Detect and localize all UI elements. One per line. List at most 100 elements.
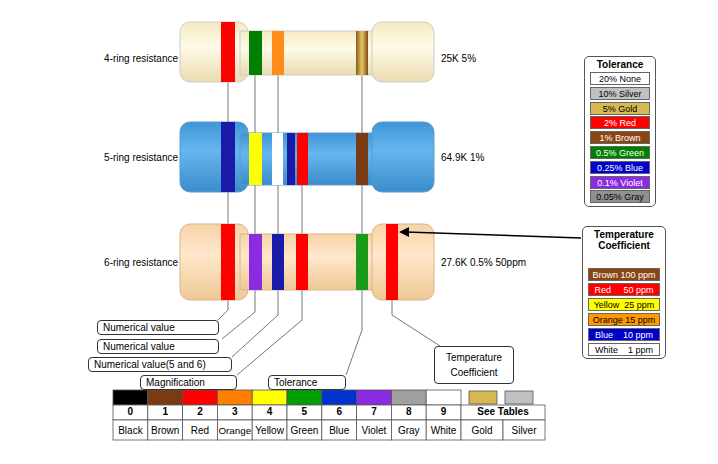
label-text: 1 [162,406,168,417]
label-text: 25K 5% [441,53,476,64]
legend-text: 5% Gold [603,104,638,114]
label-text: 2 [197,406,203,417]
callout-text: Numerical value [103,322,213,333]
legend-text: Yellow 25 ppm [594,300,655,310]
label-text: 4-ring resistance [104,53,178,64]
legend-swatch: 0.5% Green [590,146,650,159]
label-text: Yellow [255,425,284,436]
color-code-cell: Black [113,425,148,436]
color-code-cell: Gold [461,425,503,436]
legend-swatch: 1% Brown [590,131,650,144]
color-code-cell: 7 [357,406,392,417]
legend-text: Orange 15 ppm [593,315,656,325]
legend-text: 0.05% Gray [596,192,644,202]
legend-text: 0.25% Blue [597,163,643,173]
label-text: Red [191,425,209,436]
legend-swatch: Red 50 ppm [588,283,660,296]
color-code-cell: Red [183,425,218,436]
color-code-cell: Green [287,425,322,436]
label-text: See Tables [477,406,529,417]
resistor-label: 5-ring resistance [40,152,178,163]
label-text: Violet [362,425,387,436]
label-text: White [431,425,457,436]
label-text: Black [118,425,142,436]
resistor-label: 27.6K 0.5% 50ppm [441,257,571,268]
legend-text: 2% Red [604,118,636,128]
color-code-cell: Yellow [252,425,287,436]
label-text: 0 [128,406,134,417]
resistor-label: 64.9K 1% [441,152,561,163]
label-text: 5-ring resistance [104,152,178,163]
label-text: Gray [398,425,420,436]
color-code-cell: 4 [252,406,287,417]
color-code-cell: Silver [503,425,545,436]
legend-swatch: Orange 15 ppm [588,313,660,326]
label-text: 6 [336,406,342,417]
label-text: 4 [267,406,273,417]
callout-box: Temperature Coefficient [434,346,514,384]
label-text: Silver [511,425,536,436]
legend-swatch: 20% None [590,72,650,85]
legend-swatch: 0.05% Gray [590,190,650,203]
callout-box: Tolerance [268,375,346,390]
color-code-cell: Blue [322,425,357,436]
label-text: Brown [151,425,179,436]
callout-box: Numerical value [97,339,219,354]
label-text: 9 [441,406,447,417]
callout-box: Numerical value [97,320,219,335]
callout-box: Numerical value(5 and 6) [88,357,232,372]
table-title: Tolerance [585,59,655,70]
color-code-cell: Orange [217,425,252,436]
color-code-cell: 8 [391,406,426,417]
label-text: Green [291,425,319,436]
label-text: 3 [232,406,238,417]
color-code-cell: 5 [287,406,322,417]
callout-text: Numerical value [103,341,213,352]
legend-text: 0.1% Violet [597,178,642,188]
legend-text: 10% Silver [598,89,641,99]
resistor-label: 25K 5% [441,53,561,64]
legend-swatch: Brown 100 ppm [588,268,660,281]
label-text: 8 [406,406,412,417]
legend-swatch: 2% Red [590,116,650,129]
legend-swatch: Blue 10 ppm [588,328,660,341]
legend-text: Red 50 ppm [594,285,653,295]
label-text: 5 [302,406,308,417]
callout-text: Magnification [146,377,231,388]
callout-text: Numerical value(5 and 6) [94,359,226,370]
legend-swatch: 0.1% Violet [590,176,650,189]
legend-text: Blue 10 ppm [595,330,653,340]
color-code-cell: 6 [322,406,357,417]
color-code-cell: 2 [183,406,218,417]
label-text: Orange [218,425,251,436]
color-code-cell: 1 [148,406,183,417]
callout-text: Tolerance [274,377,340,388]
color-code-cell: See Tables [461,406,545,417]
resistor-label: 4-ring resistance [40,53,178,64]
legend-swatch: 0.25% Blue [590,161,650,174]
callout-box: Magnification [140,375,237,390]
color-code-cell: Gray [391,425,426,436]
color-code-cell: White [426,425,461,436]
label-text: 7 [371,406,377,417]
legend-swatch: Yellow 25 ppm [588,298,660,311]
legend-swatch: 10% Silver [590,87,650,100]
table-title: Temperature Coefficient [583,229,665,251]
legend-swatch: 5% Gold [590,102,650,115]
resistor-label: 6-ring resistance [40,257,178,268]
legend-text: 20% None [599,74,641,84]
color-code-cell: 0 [113,406,148,417]
color-code-cell: 9 [426,406,461,417]
label-text: Gold [471,425,492,436]
legend-text: 1% Brown [599,133,640,143]
color-code-cell: Violet [357,425,392,436]
label-text: 6-ring resistance [104,257,178,268]
legend-text: White 1 ppm [595,345,653,355]
label-text: 64.9K 1% [441,152,484,163]
legend-text: 0.5% Green [596,148,644,158]
legend-swatch: White 1 ppm [588,343,660,356]
label-text: 27.6K 0.5% 50ppm [441,257,526,268]
legend-text: Brown 100 ppm [592,270,655,280]
callout-text: Temperature Coefficient [439,350,509,380]
label-text: Blue [329,425,349,436]
